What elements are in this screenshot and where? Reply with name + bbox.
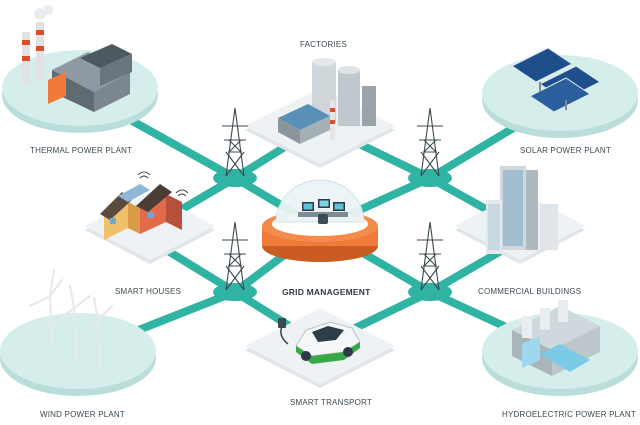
pylon-icons (222, 107, 443, 291)
thermal-plant-icon (22, 5, 132, 112)
thermal-power-plant-label: THERMAL POWER PLANT (30, 146, 133, 155)
solar-power-plant-label: SOLAR POWER PLANT (520, 146, 611, 155)
wind-power-plant-label: WIND POWER PLANT (40, 410, 125, 419)
factories-icon (278, 58, 376, 144)
smart-transport-label: SMART TRANSPORT (290, 398, 372, 407)
network-hubs (213, 169, 452, 301)
pylon-icon (417, 221, 443, 291)
commercial-buildings-label: COMMERCIAL BUILDINGS (478, 287, 582, 296)
pylon-icon (222, 221, 248, 291)
wind-plant-icon (28, 268, 114, 374)
grid-management-dome (262, 179, 378, 262)
pylon-icon (417, 107, 443, 177)
hydroelectric-power-plant-label: HYDROELECTRIC POWER PLANT (502, 410, 636, 419)
wind-disc (0, 313, 156, 396)
commercial-buildings-icon (486, 166, 558, 254)
smart-houses-icon (100, 171, 189, 240)
pylon-icon (222, 107, 248, 177)
smart-transport-icon (278, 318, 361, 364)
hydro-plant-icon (512, 300, 600, 376)
factories-label: FACTORIES (300, 40, 347, 49)
smart-houses-label: SMART HOUSES (115, 287, 182, 296)
grid-management-label: GRID MANAGEMENT (282, 287, 371, 297)
solar-plant-icon (511, 47, 601, 113)
